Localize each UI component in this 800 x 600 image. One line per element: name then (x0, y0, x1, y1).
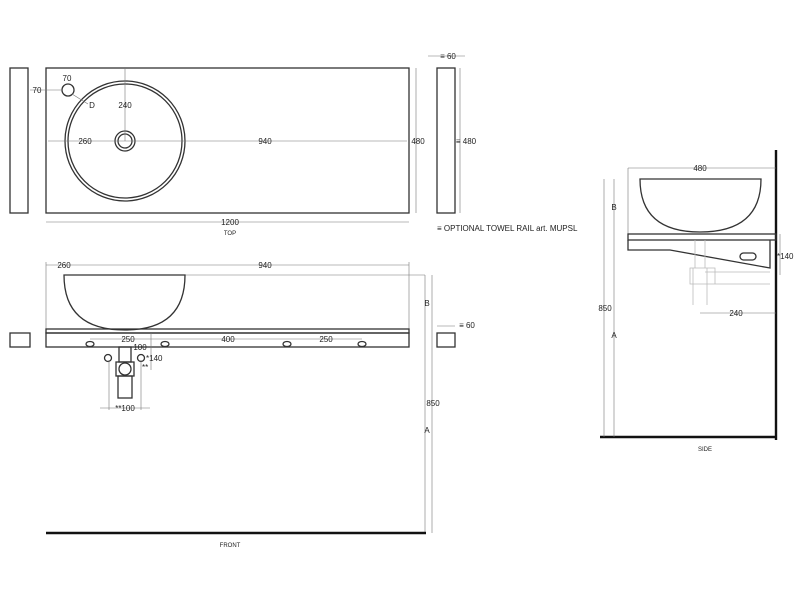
countertop-side (627, 233, 777, 241)
trap-icon (118, 362, 132, 376)
dim-480: 480 (693, 164, 707, 173)
trap-side (689, 240, 770, 305)
top-view-title: TOP (224, 231, 236, 237)
basin-front (63, 274, 186, 331)
dim-940: 940 (258, 137, 272, 146)
countertop-body (45, 332, 410, 348)
dim-a: A (424, 426, 430, 435)
left-rail-end (9, 332, 31, 348)
dim-a: A (611, 331, 617, 340)
dim-100: 100 (133, 343, 147, 352)
right-towel-rail (436, 67, 456, 214)
dim-250-a: 250 (121, 335, 135, 344)
basin-side (639, 178, 762, 233)
dim-140: *140 (777, 252, 794, 261)
rail-width: ≡ 60 (440, 52, 456, 61)
dim-850: 850 (426, 399, 440, 408)
dim-b: B (611, 203, 616, 212)
dim-1200: 1200 (221, 218, 239, 227)
dim-240: 240 (118, 101, 132, 110)
rail-depth: ≡ 480 (456, 137, 477, 146)
optional-note: ≡ OPTIONAL TOWEL RAIL art. MUPSL (437, 224, 578, 233)
valve-left-icon (103, 353, 113, 363)
dim-240: 240 (729, 309, 743, 318)
label-d: D (89, 101, 95, 110)
dim-480: 480 (411, 137, 425, 146)
front-view: 260 940 250 400 250 100 *140 ** **100 B … (9, 261, 475, 549)
dim-250-b: 250 (319, 335, 333, 344)
right-rail-end (436, 332, 456, 348)
side-view-title: SIDE (698, 447, 712, 453)
bracket (627, 240, 771, 269)
dim-940: 940 (258, 261, 272, 270)
countertop-top (45, 67, 410, 214)
dim-140: *140 (146, 354, 163, 363)
dim-70-x: 70 (63, 74, 72, 83)
top-view: 1200 TOP 260 940 480 240 70 70 D ≡ 60 ≡ … (9, 52, 578, 237)
trap-pipe (118, 346, 132, 363)
dim-400: 400 (221, 335, 235, 344)
rail-width: ≡ 60 (459, 321, 475, 330)
side-view: 480 B 850 A *140 240 SIDE (598, 150, 794, 453)
left-towel-rail (9, 67, 29, 214)
front-view-title: FRONT (220, 543, 241, 549)
dim-260: 260 (57, 261, 71, 270)
dim-850: 850 (598, 304, 612, 313)
dim-70-y: 70 (33, 86, 42, 95)
dim-b: B (424, 299, 429, 308)
dim-100-width: **100 (115, 404, 135, 413)
dim-mark: ** (142, 363, 148, 372)
dim-260: 260 (78, 137, 92, 146)
